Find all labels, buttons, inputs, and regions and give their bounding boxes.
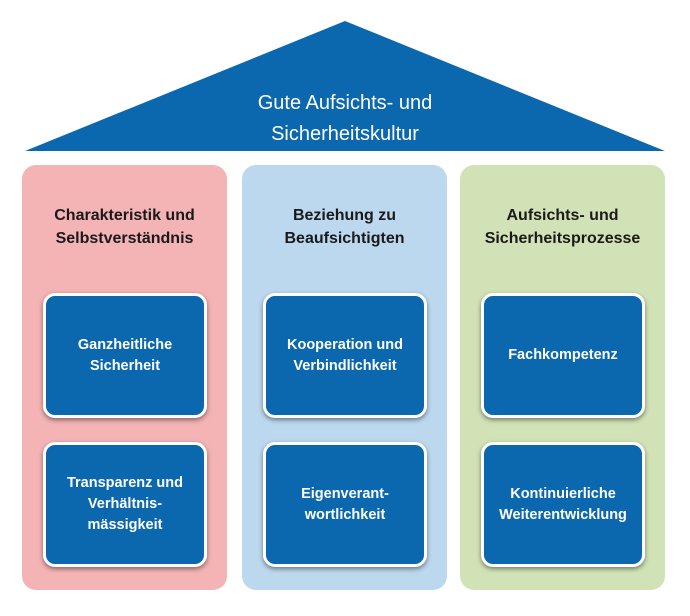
- pillar-title: Aufsichts- und Sicherheitsprozesse: [484, 207, 641, 247]
- box-holistic-safety: Ganzheitliche Sicherheit: [43, 293, 207, 418]
- box-expertise: Fachkompetenz: [481, 293, 645, 418]
- box-self-responsibility: Eigenverant- wortlichkeit: [263, 442, 427, 567]
- pillar-relationship: Beziehung zu Beaufsichtigten Kooperation…: [242, 165, 447, 590]
- pillar-title: Charakteristik und Selbstverständnis: [54, 207, 195, 247]
- pillar-processes: Aufsichts- und Sicherheitsprozesse Fachk…: [460, 165, 665, 590]
- roof-title: Gute Aufsichts- und Sicherheitskultur: [257, 92, 433, 145]
- pillar-characteristics: Charakteristik und Selbstverständnis Gan…: [22, 165, 227, 590]
- pillar-title: Beziehung zu Beaufsichtigten: [284, 207, 405, 247]
- box-transparency-proportionality: Transparenz und Verhältnis- mässigkeit: [43, 442, 207, 567]
- box-continuous-development: Kontinuierliche Weiterentwicklung: [481, 442, 645, 567]
- box-cooperation-commitment: Kooperation und Verbindlichkeit: [263, 293, 427, 418]
- roof-shape: [25, 21, 665, 151]
- roof-triangle: [25, 21, 665, 151]
